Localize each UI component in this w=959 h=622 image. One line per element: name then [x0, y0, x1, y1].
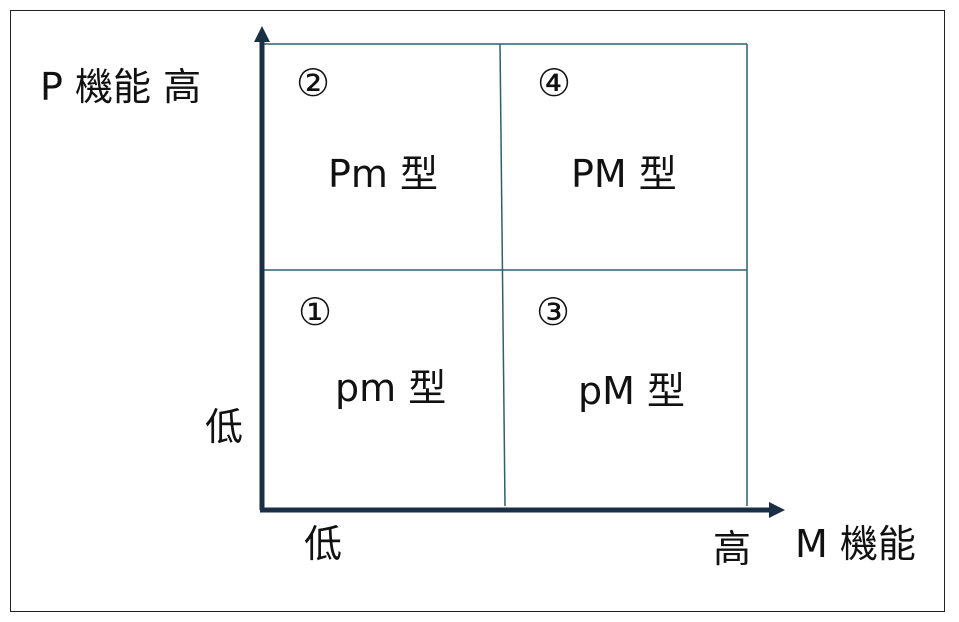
quadrant-3-type-label: pM 型 [578, 369, 685, 413]
axes [254, 26, 785, 518]
y-axis-title: P 機能 高 [40, 68, 201, 106]
diagram-frame [10, 10, 945, 612]
quadrant-4-number: ④ [537, 61, 572, 105]
quadrant-grid [263, 43, 748, 507]
y-axis-arrowhead [254, 26, 270, 42]
quadrant-4-type-label: PM 型 [571, 152, 677, 196]
y-axis-title-text: P 機能 [40, 65, 151, 109]
y-axis-low-label: 低 [205, 405, 244, 449]
y-axis-high-label: 高 [163, 65, 202, 109]
quadrant-2-number: ② [296, 61, 331, 105]
quadrant-3-number: ③ [536, 290, 571, 334]
quadrant-2-type-label: Pm 型 [328, 152, 439, 196]
x-axis-low-label: 低 [304, 522, 343, 566]
quadrant-1-number: ① [298, 290, 333, 334]
grid-vertical-divider [499, 43, 506, 507]
quadrant-1-type-label: pm 型 [335, 366, 447, 410]
x-axis-arrowhead [769, 502, 785, 518]
x-axis-title: M 機能 [795, 522, 916, 566]
x-axis-high-label: 高 [713, 527, 752, 571]
